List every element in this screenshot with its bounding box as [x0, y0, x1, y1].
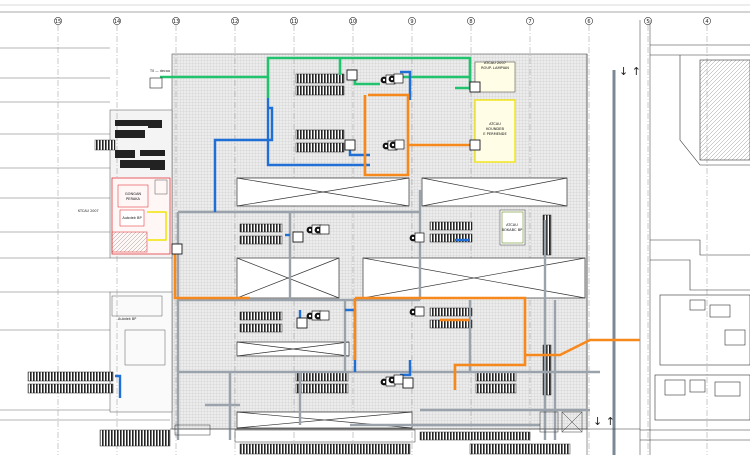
grid-axis-label: 14	[114, 19, 120, 25]
track-lines	[586, 20, 651, 455]
escalator	[429, 221, 473, 231]
grid-axis-label: 11	[291, 19, 297, 25]
grid-axis-bubble	[585, 17, 593, 25]
grid-axis-label: 7	[528, 19, 531, 25]
duct-terminal	[344, 139, 356, 151]
duct-terminal	[469, 139, 481, 151]
fan-unit	[314, 224, 330, 235]
grid-axis-label: 15	[55, 19, 61, 25]
void-cross	[236, 341, 350, 357]
grid-axis-label: 5	[646, 19, 649, 25]
escalator	[239, 235, 283, 245]
grid-axis-bubble	[290, 17, 298, 25]
grid-axis-label: 9	[410, 19, 413, 25]
escalator	[295, 73, 345, 84]
traffic-arrows-top: ↓ ↑	[619, 65, 641, 78]
escalator	[295, 142, 345, 153]
room-left-line1: GONGAN	[125, 192, 142, 196]
duct-terminal	[292, 231, 304, 243]
fan-unit	[409, 306, 425, 317]
escalator	[542, 214, 552, 256]
escalator	[475, 371, 517, 382]
grid-axis-bubble	[231, 17, 239, 25]
escalator	[295, 85, 345, 96]
grid-axis-label: 6	[587, 19, 590, 25]
grid-axis-label: 4	[705, 19, 708, 25]
fan-unit	[389, 139, 405, 150]
grid-axis-label: 8	[469, 19, 472, 25]
void-cross	[236, 257, 340, 299]
duct-terminal	[469, 81, 481, 93]
equipment-units	[171, 69, 481, 389]
escalator	[429, 233, 473, 243]
east-building	[640, 44, 750, 441]
grid-axis-header: 15 14 13 12 11 10 9 8 7 6 5 4	[0, 4, 750, 25]
void-cross	[421, 177, 568, 207]
escalator	[295, 129, 345, 140]
grid-axis-bubble	[467, 17, 475, 25]
annotations: T0 — decoo KTCAU 2007 Aubdek BP	[78, 69, 170, 321]
grid-axis-bubble	[54, 17, 62, 25]
duct-terminal	[296, 317, 308, 329]
escalator	[429, 307, 473, 317]
room-left-line2: PERAKA	[126, 197, 141, 201]
left-block-fixtures	[94, 77, 165, 170]
grid-axis-bubble	[526, 17, 534, 25]
fan-unit	[388, 374, 404, 385]
fan-unit	[388, 73, 404, 84]
duct-terminal	[171, 243, 183, 255]
traffic-arrows-bottom: ↓ ↑	[593, 415, 615, 428]
duct-terminal	[346, 69, 358, 81]
left-edge-lines	[0, 47, 170, 421]
grid-axis-bubble	[703, 17, 711, 25]
orange-duct-network	[173, 93, 640, 390]
duct-terminal	[402, 377, 414, 389]
grid-axis-label: 10	[350, 19, 356, 25]
room-left-small: Aubdek BP	[122, 216, 142, 220]
room-top-right-line1: ATCAU 2007	[484, 61, 506, 65]
room-top-right-line2: ROUP. LAMPIAN	[481, 66, 509, 70]
lower-left-escalators	[27, 295, 166, 394]
room-mid-right-line3: E PERMENDE	[483, 132, 507, 136]
lower-left-label: Aubdek BP	[118, 317, 136, 321]
void-cross	[362, 257, 586, 299]
escalator	[239, 323, 283, 333]
grid-axis-bubble	[172, 17, 180, 25]
escalator	[475, 383, 517, 394]
grid-axis-bubble	[349, 17, 357, 25]
left-rooms	[111, 177, 171, 255]
void-cross	[236, 177, 410, 207]
escalator	[295, 383, 349, 394]
escalators	[239, 73, 552, 396]
room-small-right-line2: BOKABC BP	[502, 228, 524, 232]
grid-axis-label: 12	[232, 19, 238, 25]
escalator	[542, 344, 552, 396]
grid-axis-bubble	[408, 17, 416, 25]
top-left-tag: T0 — decoo	[149, 69, 170, 73]
bottom-band	[99, 411, 640, 455]
left-label: KTCAU 2007	[78, 209, 99, 213]
room-mid-right-line2: KOUNDEB	[486, 127, 504, 131]
room-small-right-line1: ATCAU	[506, 223, 518, 227]
fan-unit	[409, 232, 425, 243]
grid-axis-label: 13	[173, 19, 179, 25]
room-labels: ATCAU 2007 ROUP. LAMPIAN ATCAU KOUNDEB E…	[122, 61, 523, 232]
right-rooms	[474, 61, 526, 246]
grid-axis-bubble	[113, 17, 121, 25]
escalator	[239, 311, 283, 321]
escalator	[239, 223, 283, 233]
escalator	[295, 371, 349, 382]
room-mid-right-line1: ATCAU	[489, 122, 501, 126]
fan-unit	[314, 310, 330, 321]
